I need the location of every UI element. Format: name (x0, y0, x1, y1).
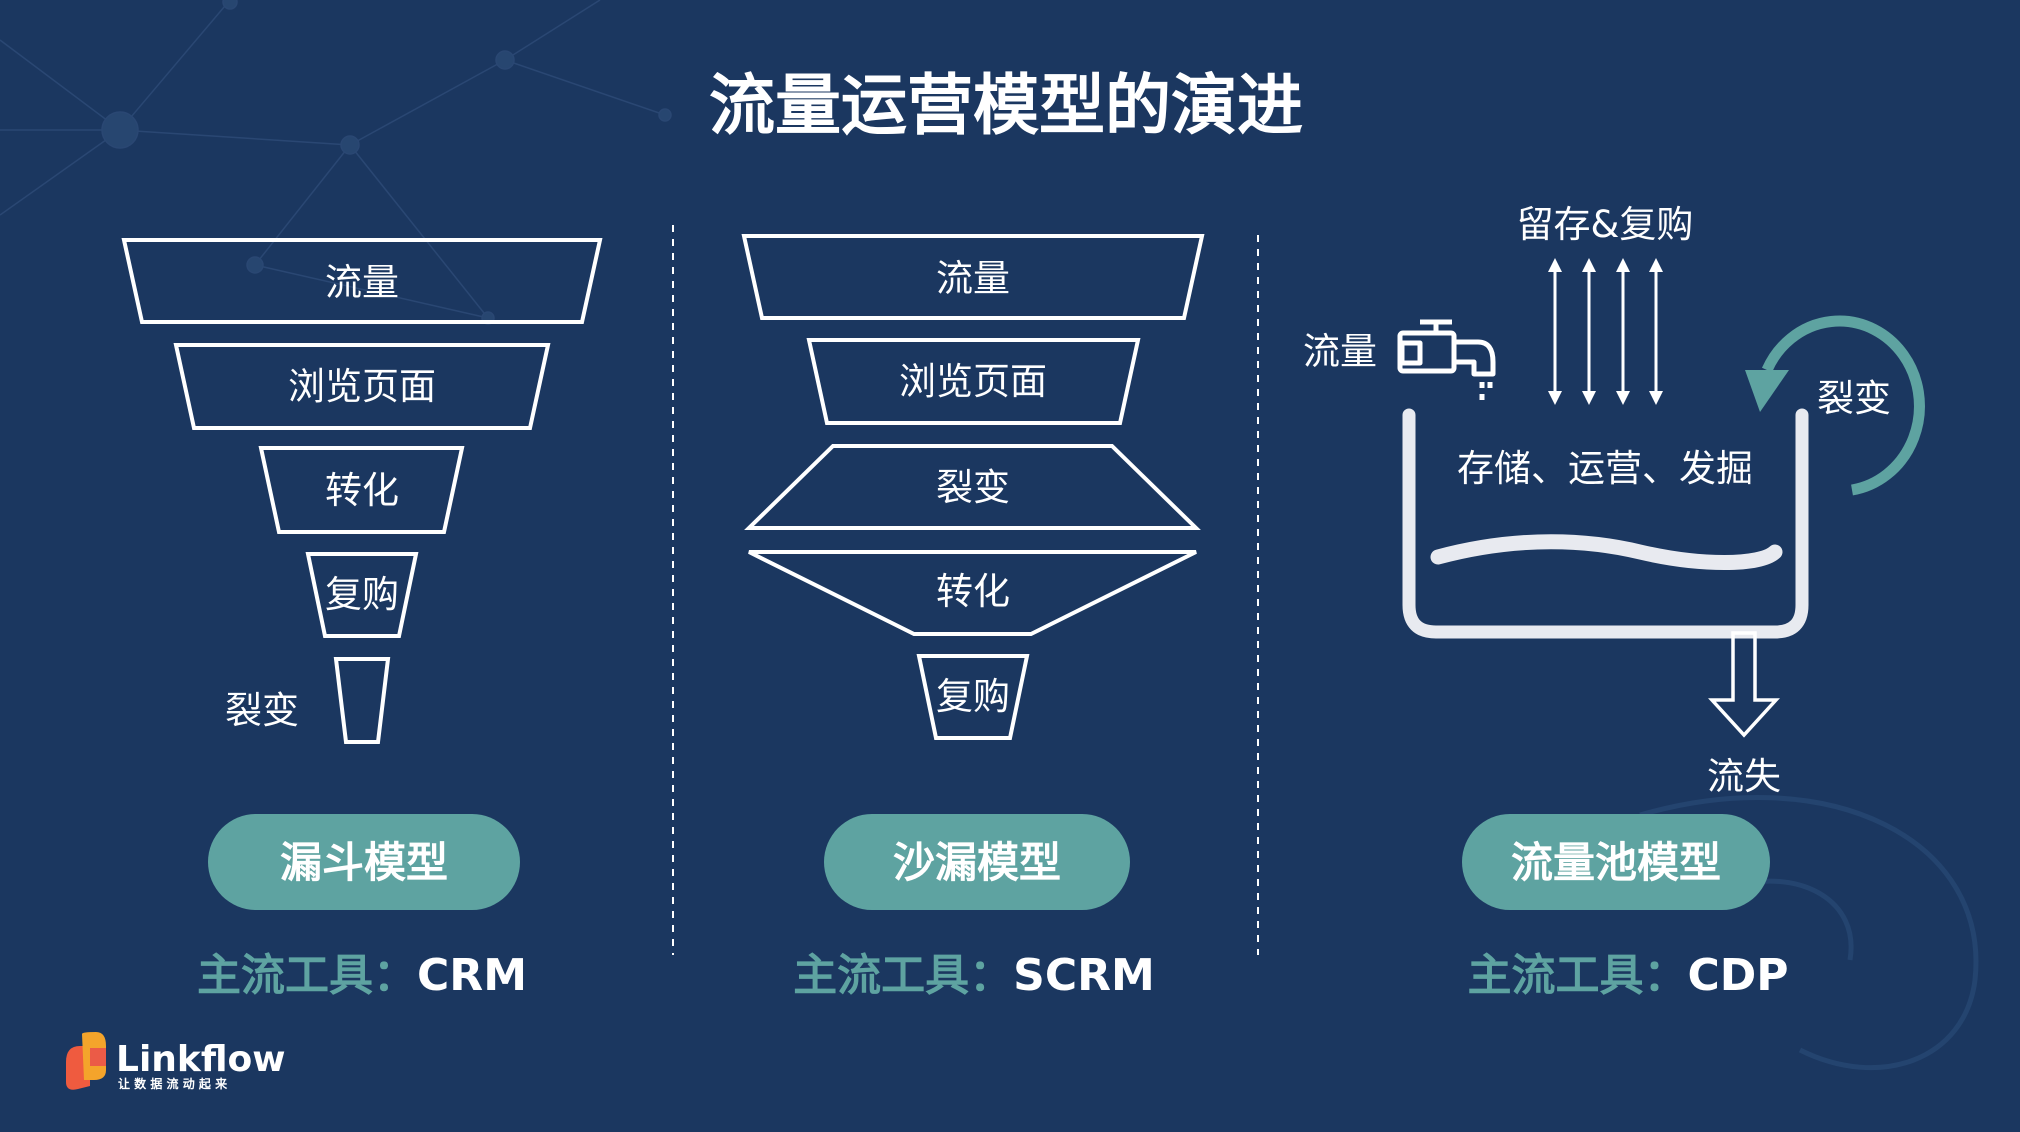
funnel-stage-2-label: 浏览页面 (288, 365, 436, 408)
faucet-icon (1397, 319, 1496, 400)
logo-brand: Linkflow (116, 1039, 286, 1080)
pool-tool-name: CDP (1687, 950, 1788, 1001)
hourglass-tool-name: SCRM (1013, 950, 1155, 1001)
funnel-tool-name: CRM (417, 950, 527, 1001)
funnel-model-pill (208, 814, 520, 910)
pool-retention-label: 留存&复购 (1517, 203, 1694, 246)
brand-logo: Linkflow 让 数 据 流 动 起 来 (66, 1032, 286, 1091)
hourglass-stage-2 (806, 338, 1141, 425)
hourglass-tool-prefix: 主流工具： (793, 950, 1013, 1001)
pool-water (1430, 534, 1783, 570)
funnel-stage-3 (258, 446, 465, 534)
hourglass-stage-5 (916, 654, 1030, 740)
logo-mark-icon (66, 1032, 106, 1090)
funnel-stage-3-label: 转化 (325, 469, 399, 512)
hourglass-stage-4-label: 转化 (936, 570, 1010, 613)
hourglass-model-label: 沙漏模型 (893, 838, 1061, 887)
pool-model: 留存&复购 流量 (1303, 203, 1925, 1001)
hourglass-stage-3 (744, 444, 1201, 530)
funnel-tool: 主流工具：CRM (197, 950, 527, 1001)
cycle-arrow (1761, 315, 1925, 496)
network-decoration (0, 0, 672, 325)
pool-text: 存储、运营、发掘 (1457, 447, 1753, 490)
hourglass-stage-1-label: 流量 (936, 257, 1010, 300)
pool-model-label: 流量池模型 (1511, 838, 1721, 887)
funnel-stage-5 (333, 657, 391, 744)
pool-cycle-label: 裂变 (1817, 377, 1891, 420)
funnel-stage-2 (173, 343, 551, 430)
funnel-tool-prefix: 主流工具： (197, 950, 417, 1001)
hourglass-model-pill (824, 814, 1130, 910)
pool-tool-prefix: 主流工具： (1467, 950, 1687, 1001)
hourglass-model: 流量 浏览页面 裂变 转化 复购 沙漏模型 主流工具：SCRM (741, 234, 1205, 1001)
cycle-arrowhead (1745, 370, 1789, 412)
hourglass-stage-5-label: 复购 (936, 675, 1010, 718)
retention-arrows (1548, 258, 1663, 405)
funnel-stage-4 (305, 552, 419, 638)
hourglass-stage-1 (741, 234, 1205, 320)
hourglass-tool: 主流工具：SCRM (793, 950, 1155, 1001)
funnel-model-label: 漏斗模型 (280, 838, 448, 887)
funnel-extra-label: 裂变 (225, 689, 299, 732)
pool-tank (1402, 408, 1809, 639)
hourglass-stage-4 (748, 550, 1197, 636)
logo-tagline: 让 数 据 流 动 起 来 (118, 1076, 228, 1091)
pool-tool: 主流工具：CDP (1467, 950, 1788, 1001)
funnel-stage-4-label: 复购 (325, 573, 399, 616)
funnel-stage-1 (121, 238, 603, 324)
funnel-model: 流量 浏览页面 转化 复购 裂变 漏斗模型 主流工具：CRM (121, 238, 603, 1001)
page-title: 流量运营模型的演进 (709, 67, 1303, 144)
funnel-stage-1-label: 流量 (325, 261, 399, 304)
outflow-arrow (1708, 631, 1780, 738)
hourglass-stage-3-label: 裂变 (936, 466, 1010, 509)
pool-model-pill (1462, 814, 1770, 910)
hourglass-stage-2-label: 浏览页面 (899, 360, 1047, 403)
pool-outflow-label: 流失 (1707, 755, 1781, 798)
pool-inflow-label: 流量 (1303, 330, 1377, 373)
